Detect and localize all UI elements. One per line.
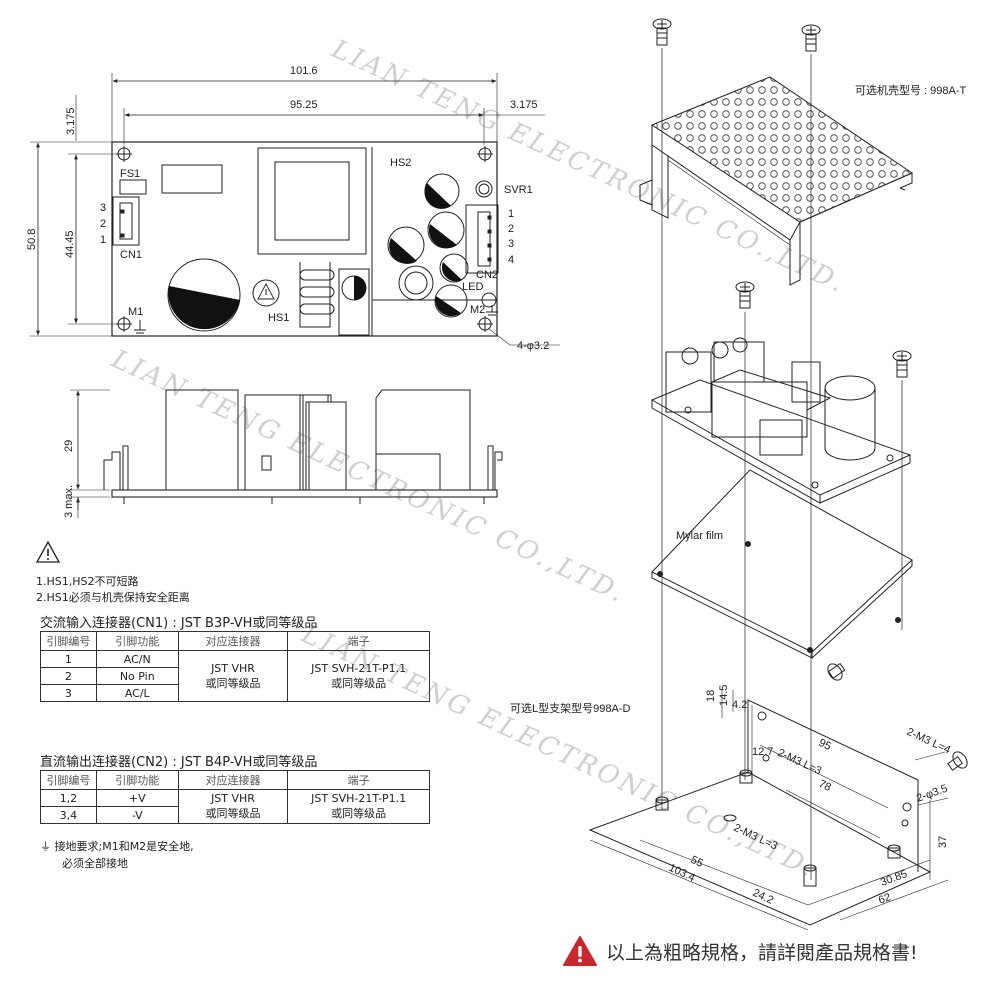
cn2-pin-label: 1 — [508, 208, 514, 220]
l-bracket — [588, 690, 949, 931]
cn2-pin-label: 3 — [508, 238, 514, 250]
cn1-label: CN1 — [120, 249, 142, 261]
dim-hole-spacing: 95.25 — [290, 99, 318, 111]
dim-14-5: 14.5 — [718, 685, 730, 706]
dim-24-2: 24.2 — [751, 887, 775, 907]
screw-icon — [652, 18, 672, 46]
dim-height: 50.8 — [26, 229, 38, 250]
function-cell: AC/N — [95, 650, 179, 668]
mylar-film — [651, 469, 913, 659]
note-line-2: 2.HS1必须与机壳保持安全距离 — [36, 591, 190, 604]
pin-cell: 2 — [40, 667, 97, 685]
m2-label: M2 — [470, 304, 485, 316]
hs2-label: HS2 — [390, 157, 411, 169]
dim-offset-left: 3.175 — [65, 107, 77, 135]
pin-cell: 1,2 — [40, 789, 97, 807]
table-header: 引脚编号 — [40, 631, 97, 651]
table-header: 引脚功能 — [95, 770, 179, 790]
cn1-pin-label: 3 — [100, 202, 106, 214]
mylar-film-label: Mylar film — [676, 530, 723, 542]
bracket-model-label: 可选L型支架型号998A-D — [510, 701, 630, 715]
side-view-labels: 29 3 max. — [63, 440, 75, 518]
watermark-text: LIAN TENG ELECTRONIC CO.,LTD. — [106, 344, 631, 610]
dim-width: 101.6 — [290, 65, 318, 77]
function-cell: AC/L — [95, 684, 179, 702]
cn2-label: CN2 — [476, 269, 498, 281]
screw-icon — [801, 24, 821, 52]
note-line-1: 1.HS1,HS2不可短路 — [36, 575, 139, 588]
dim-clearance: 3 max. — [63, 485, 75, 518]
case-cover — [639, 76, 914, 286]
dim-side-height: 29 — [63, 440, 75, 452]
exploded-labels: 可选机壳型号 : 998A-T Mylar film 可选L型支架型号998A-… — [510, 83, 967, 907]
function-cell: +V — [95, 789, 179, 807]
led-label: LED — [462, 281, 483, 293]
table-header: 引脚功能 — [95, 631, 179, 651]
dim-12-7: 12.7 — [752, 746, 773, 758]
top-view-labels: 101.6 95.25 3.175 3.175 50.8 44.45 FS1 3… — [26, 65, 549, 352]
cn1-table-title: 交流输入连接器(CN1) : JST B3P-VH或同等级品 — [40, 616, 318, 631]
function-cell: -V — [95, 806, 179, 824]
case-model-label: 可选机壳型号 : 998A-T — [855, 83, 967, 97]
cn2-pin-label: 2 — [508, 223, 514, 235]
pin-cell: 3 — [40, 684, 97, 702]
warning-icon — [35, 540, 61, 563]
fs1-label: FS1 — [120, 168, 140, 180]
table-row: 3,4 -V — [40, 806, 430, 824]
dim-hole-height: 44.45 — [64, 230, 76, 258]
screw-icon — [735, 281, 755, 309]
ground-note-line-1: 接地要求;M1和M2是安全地, — [54, 840, 194, 853]
dim-m3-l4: 2-M3 L=4 — [905, 726, 952, 757]
table-header: 对应连接器 — [177, 631, 289, 651]
ground-icon: ⏚ — [40, 840, 51, 853]
footer-text: 以上為粗略規格，請詳閱產品規格書! — [606, 941, 918, 964]
dim-37: 37 — [937, 836, 949, 848]
pcb-board — [650, 337, 912, 504]
cn2-table-title: 直流输出连接器(CN2) : JST B4P-VH或同等级品 — [40, 755, 318, 770]
table-header: 引脚编号 — [40, 770, 97, 790]
dim-m3-l3-a: 2-M3 L=3 — [776, 747, 823, 778]
dim-4-2: 4.2 — [732, 699, 747, 711]
table-header: 端子 — [287, 631, 430, 651]
screw-icon — [947, 751, 968, 771]
exploded-view — [588, 18, 968, 931]
top-view — [30, 73, 560, 346]
ground-note: ⏚ 接地要求;M1和M2是安全地, — [40, 838, 194, 854]
dim-62: 62 — [877, 891, 893, 906]
screw-icon — [892, 350, 912, 378]
screw-icon — [827, 662, 846, 681]
table-header: 对应连接器 — [177, 770, 289, 790]
cn1-pin-label: 1 — [100, 234, 106, 246]
dim-30-85: 30.85 — [879, 868, 909, 889]
dim-55: 55 — [689, 854, 705, 870]
m1-label: M1 — [128, 306, 143, 318]
pin-cell: 3,4 — [40, 806, 97, 824]
table-row: 2 No Pin — [40, 667, 430, 685]
function-cell: No Pin — [95, 667, 179, 685]
pin-cell: 1 — [40, 650, 97, 668]
dim-78: 78 — [817, 778, 833, 794]
table-header: 端子 — [287, 770, 430, 790]
ground-note-line-2: 必须全部接地 — [62, 857, 128, 870]
footer-disclaimer: 以上為粗略規格，請詳閱產品規格書! — [562, 934, 982, 968]
cn2-pin-label: 4 — [508, 254, 514, 266]
hs1-label: HS1 — [268, 312, 289, 324]
warning-icon — [563, 936, 597, 966]
dim-offset-right: 3.175 — [510, 99, 538, 111]
svr1-label: SVR1 — [504, 184, 533, 196]
cn1-pin-label: 2 — [100, 218, 106, 230]
dim-95: 95 — [817, 737, 833, 753]
holes-label: 4-φ3.2 — [517, 340, 549, 352]
table-row: 3 AC/L — [40, 684, 430, 702]
dim-18: 18 — [705, 690, 717, 702]
side-view — [70, 389, 503, 518]
